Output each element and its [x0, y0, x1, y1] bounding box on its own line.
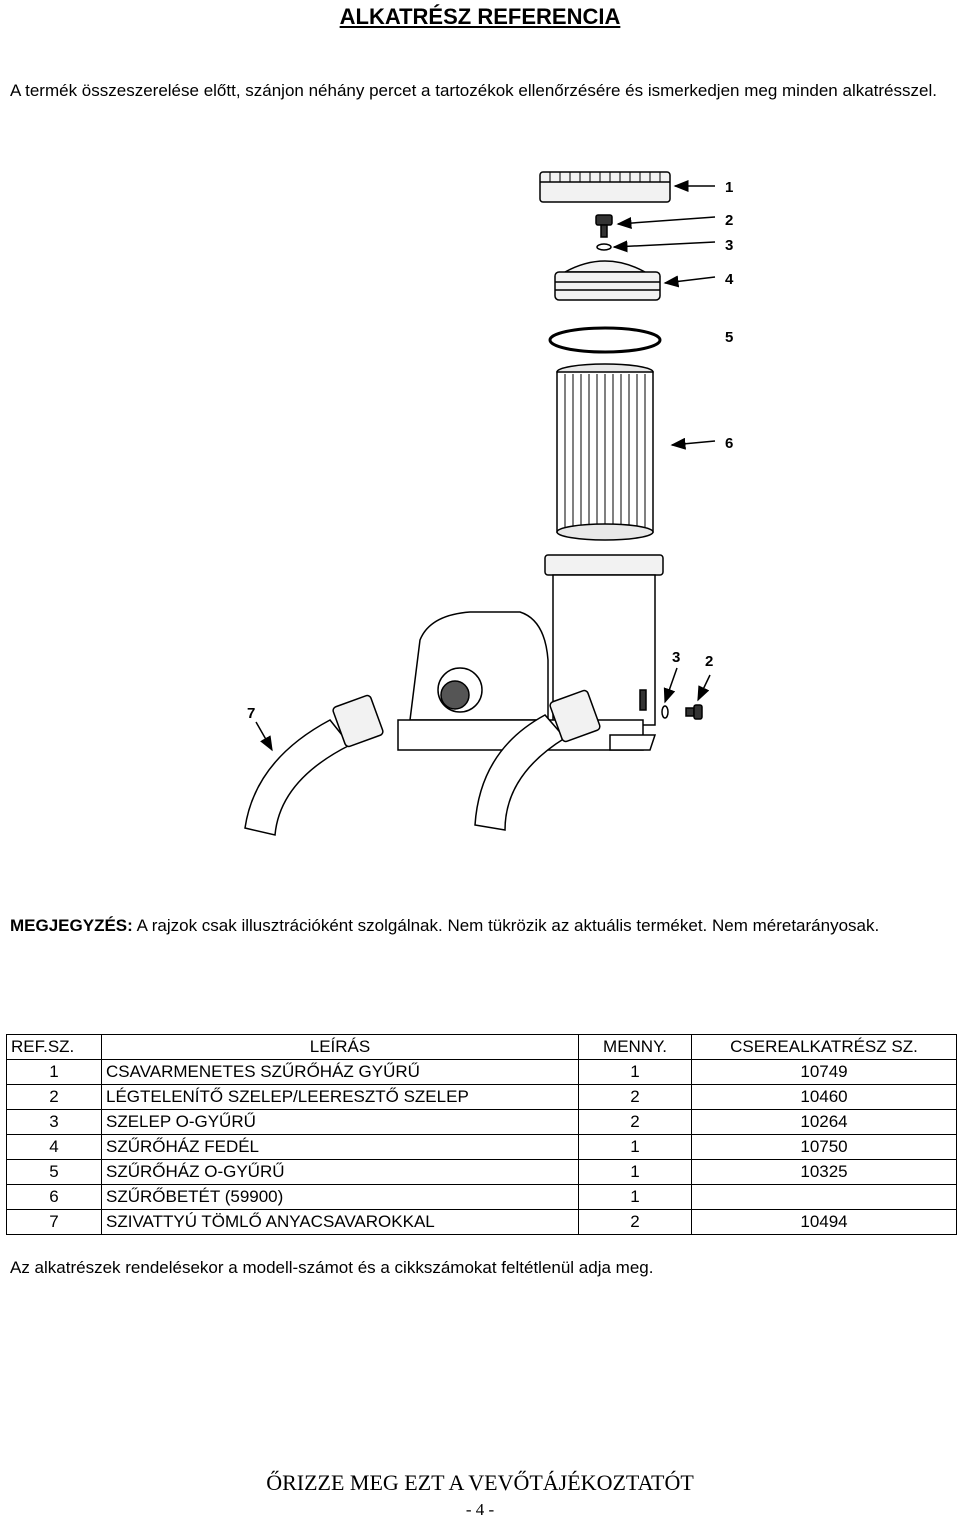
cell-ref: 2 [6, 1084, 102, 1110]
cell-part-number [691, 1184, 957, 1210]
cell-quantity: 1 [578, 1059, 692, 1085]
leader-arrow-2 [616, 216, 716, 230]
table-row: 1 CSAVARMENETES SZŰRŐHÁZ GYŰRŰ 1 10749 [6, 1059, 957, 1085]
header-description: LEÍRÁS [101, 1034, 579, 1060]
cell-description: SZŰRŐBETÉT (59900) [101, 1184, 579, 1210]
cell-ref: 3 [6, 1109, 102, 1135]
callout-3b: 3 [672, 649, 680, 666]
cell-quantity: 2 [578, 1109, 692, 1135]
header-ref: REF.SZ. [6, 1034, 102, 1060]
cell-description: SZELEP O-GYŰRŰ [101, 1109, 579, 1135]
note-paragraph: MEGJEGYZÉS: A rajzok csak illusztrációké… [10, 913, 950, 938]
cell-ref: 6 [6, 1184, 102, 1210]
callout-2: 2 [725, 212, 733, 229]
cell-ref: 4 [6, 1134, 102, 1160]
hose-left-part [244, 694, 384, 836]
cell-quantity: 1 [578, 1159, 692, 1185]
callout-6: 6 [725, 435, 733, 452]
cell-description: LÉGTELENÍTŐ SZELEP/LEERESZTŐ SZELEP [101, 1084, 579, 1110]
cell-part-number: 10264 [691, 1109, 957, 1135]
cell-ref: 5 [6, 1159, 102, 1185]
table-row: 3 SZELEP O-GYŰRŰ 2 10264 [6, 1109, 957, 1135]
cell-ref: 7 [6, 1209, 102, 1235]
air-release-valve-part [595, 214, 613, 238]
cell-quantity: 2 [578, 1084, 692, 1110]
cell-part-number: 10325 [691, 1159, 957, 1185]
cell-part-number: 10460 [691, 1084, 957, 1110]
hose-right-part [474, 689, 601, 831]
callout-3: 3 [725, 237, 733, 254]
housing-lid-part [554, 260, 661, 301]
callout-5: 5 [725, 329, 733, 346]
valve-o-ring-lower-part [661, 705, 669, 719]
note-text: A rajzok csak illusztrációként szolgálna… [132, 916, 880, 935]
leader-arrow-2b [697, 674, 711, 702]
leader-arrow-3b [663, 667, 678, 704]
leader-arrow-4 [663, 275, 716, 288]
callout-7: 7 [247, 705, 255, 722]
order-note: Az alkatrészek rendelésekor a modell-szá… [10, 1258, 654, 1277]
cell-part-number: 10749 [691, 1059, 957, 1085]
filter-cartridge-part [556, 363, 654, 541]
table-header-row: REF.SZ. LEÍRÁS MENNY. CSEREALKATRÉSZ SZ. [6, 1034, 957, 1060]
cell-quantity: 1 [578, 1134, 692, 1160]
note-label: MEGJEGYZÉS: [10, 916, 133, 935]
cell-quantity: 1 [578, 1184, 692, 1210]
page-title: ALKATRÉSZ REFERENCIA [339, 4, 621, 29]
housing-o-ring-part [548, 326, 662, 354]
drain-valve-part [685, 704, 703, 720]
threaded-ring-part [539, 171, 671, 203]
cell-description: SZIVATTYÚ TÖMLŐ ANYACSAVAROKKAL [101, 1209, 579, 1235]
table-row: 2 LÉGTELENÍTŐ SZELEP/LEERESZTŐ SZELEP 2 … [6, 1084, 957, 1110]
leader-arrow-6 [670, 437, 716, 450]
cell-ref: 1 [6, 1059, 102, 1085]
callout-2b: 2 [705, 653, 713, 670]
leader-arrow-3 [612, 240, 716, 253]
callout-4: 4 [725, 271, 734, 288]
header-quantity: MENNY. [578, 1034, 692, 1060]
cell-description: CSAVARMENETES SZŰRŐHÁZ GYŰRŰ [101, 1059, 579, 1085]
table-row: 6 SZŰRŐBETÉT (59900) 1 [6, 1184, 957, 1210]
cell-part-number: 10494 [691, 1209, 957, 1235]
parts-table: REF.SZ. LEÍRÁS MENNY. CSEREALKATRÉSZ SZ.… [6, 1034, 957, 1235]
leader-arrow-7 [255, 721, 273, 752]
table-row: 7 SZIVATTYÚ TÖMLŐ ANYACSAVAROKKAL 2 1049… [6, 1209, 957, 1235]
intro-paragraph: A termék összeszerelése előtt, szánjon n… [10, 81, 937, 100]
cell-part-number: 10750 [691, 1134, 957, 1160]
header-part-number: CSEREALKATRÉSZ SZ. [691, 1034, 957, 1060]
cell-description: SZŰRŐHÁZ FEDÉL [101, 1134, 579, 1160]
cell-description: SZŰRŐHÁZ O-GYŰRŰ [101, 1159, 579, 1185]
table-row: 4 SZŰRŐHÁZ FEDÉL 1 10750 [6, 1134, 957, 1160]
callout-1: 1 [725, 179, 733, 196]
page-number: - 4 - [465, 1500, 495, 1519]
exploded-parts-diagram: 1 2 3 4 5 6 7 3 2 [244, 171, 734, 836]
table-row: 5 SZŰRŐHÁZ O-GYŰRŰ 1 10325 [6, 1159, 957, 1185]
valve-o-ring-part [596, 243, 612, 251]
cell-quantity: 2 [578, 1209, 692, 1235]
footer-keep-notice: ŐRIZZE MEG EZT A VEVŐTÁJÉKOZTATÓT [266, 1470, 694, 1495]
